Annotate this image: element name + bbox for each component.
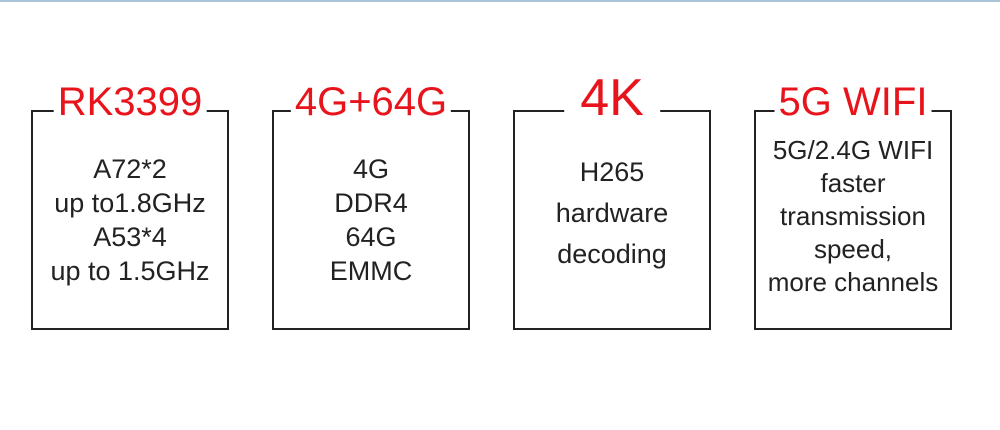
card-line: 64G — [345, 222, 397, 252]
card-body: A72*2 up to1.8GHz A53*4 up to 1.5GHz — [33, 112, 227, 328]
card-body: H265 hardware decoding — [515, 98, 709, 328]
feature-card-4k: 4K H265 hardware decoding — [513, 70, 711, 330]
card-line: 4G — [352, 154, 390, 184]
card-title: 4G+64G — [290, 80, 452, 124]
card-line: transmission — [780, 200, 926, 231]
card-line: decoding — [557, 238, 667, 269]
card-line: more channels — [767, 266, 939, 297]
card-line: A53*4 — [93, 222, 167, 252]
top-divider — [0, 0, 1000, 2]
card-title: RK3399 — [53, 80, 207, 124]
feature-card-memory: 4G+64G 4G DDR4 64G EMMC — [272, 80, 470, 330]
card-line: faster — [820, 167, 886, 198]
card-line: up to 1.5GHz — [50, 256, 210, 286]
card-title: 4K — [564, 70, 660, 126]
card-body: 5G/2.4G WIFI faster transmission speed, … — [756, 104, 950, 328]
card-line: DDR4 — [334, 188, 408, 218]
feature-card-cpu: RK3399 A72*2 up to1.8GHz A53*4 up to 1.5… — [31, 80, 229, 330]
card-line: 5G/2.4G WIFI — [772, 134, 934, 165]
card-line: speed, — [813, 233, 893, 264]
card-line: up to1.8GHz — [54, 188, 206, 218]
card-line: EMMC — [329, 256, 413, 286]
feature-card-wifi: 5G WIFI 5G/2.4G WIFI faster transmission… — [754, 80, 952, 330]
card-line: hardware — [555, 197, 669, 228]
card-title: 5G WIFI — [774, 80, 932, 124]
card-body: 4G DDR4 64G EMMC — [274, 112, 468, 328]
card-line: A72*2 — [93, 154, 167, 184]
card-line: H265 — [579, 156, 645, 187]
